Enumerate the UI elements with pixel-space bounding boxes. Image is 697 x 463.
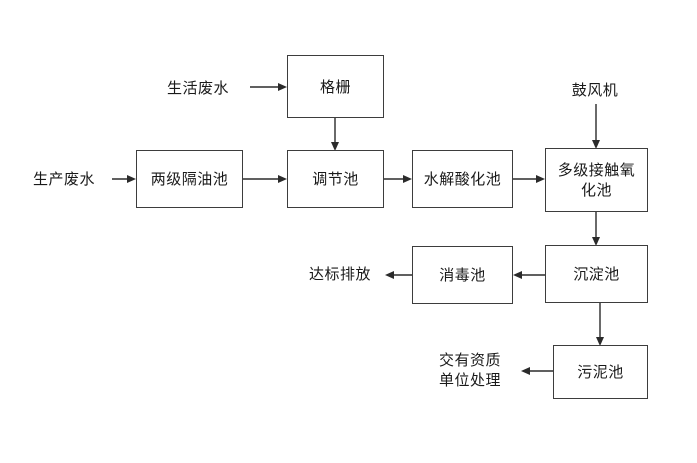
edge-sediment-to-sludge bbox=[596, 303, 604, 346]
node-sludge-tank[interactable]: 污泥池 bbox=[553, 345, 648, 399]
node-multistage-contact-oxidation-tank[interactable]: 多级接触氧 化池 bbox=[545, 148, 648, 212]
edge-domestic-to-grid bbox=[250, 83, 287, 91]
label-blower: 鼓风机 bbox=[571, 81, 619, 99]
edge-blower-to-oxidation bbox=[592, 104, 600, 149]
label-production-wastewater: 生产废水 bbox=[32, 170, 95, 188]
label-domestic-wastewater: 生活废水 bbox=[166, 79, 229, 97]
edge-oxidation-to-sediment bbox=[592, 212, 600, 246]
node-hydrolysis-acidification-tank[interactable]: 水解酸化池 bbox=[412, 150, 513, 208]
edge-hydrolysis-to-oxidation bbox=[513, 175, 545, 183]
node-sedimentation-tank[interactable]: 沉淀池 bbox=[545, 245, 648, 303]
edge-grid-to-regulate bbox=[331, 118, 339, 151]
edge-oil-to-regulate bbox=[243, 175, 287, 183]
node-grid[interactable]: 格栅 bbox=[287, 55, 384, 118]
node-two-stage-oil-separator[interactable]: 两级隔油池 bbox=[136, 150, 243, 208]
edge-production-to-oil bbox=[112, 175, 136, 183]
edge-disinfect-to-discharge bbox=[385, 271, 412, 279]
edge-sediment-to-disinfect bbox=[513, 271, 545, 279]
node-regulating-tank[interactable]: 调节池 bbox=[287, 150, 384, 208]
edge-sludge-to-qualified-unit bbox=[521, 367, 553, 375]
label-qualified-unit-disposal: 交有资质 单位处理 bbox=[438, 351, 501, 389]
label-standard-discharge: 达标排放 bbox=[308, 265, 371, 283]
node-disinfection-tank[interactable]: 消毒池 bbox=[412, 246, 513, 304]
